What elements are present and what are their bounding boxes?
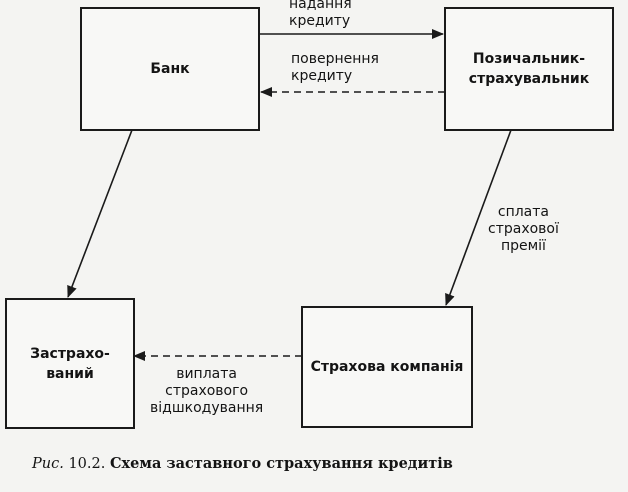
insurance-company-node-label: Страхова компанія bbox=[310, 359, 464, 375]
figure-caption-prefix: Рис. bbox=[32, 456, 64, 472]
bank-node: Банк bbox=[80, 7, 260, 131]
figure-caption-number: 10.2. bbox=[68, 456, 106, 472]
insured-node: Застрахо- ваний bbox=[5, 298, 135, 429]
borrower-node-label: Позичальник- страхувальник bbox=[468, 51, 590, 87]
loan-issue-label: надання кредиту bbox=[289, 0, 352, 29]
borrower-node: Позичальник- страхувальник bbox=[444, 7, 614, 131]
arrow-bank-to-insured bbox=[67, 129, 133, 298]
premium-payment-label: сплата страхової премії bbox=[488, 204, 559, 254]
insurance-company-node: Страхова компанія bbox=[301, 306, 473, 428]
loan-return-label: повернення кредиту bbox=[291, 51, 379, 84]
compensation-payment-label: виплата страхового відшкодування bbox=[150, 366, 264, 416]
arrow-premium-payment bbox=[445, 129, 512, 306]
bank-node-label: Банк bbox=[150, 61, 190, 77]
figure-caption: Рис. 10.2. Схема заставного страхування … bbox=[32, 455, 453, 472]
insured-node-label: Застрахо- ваний bbox=[30, 345, 110, 382]
figure-caption-title: Схема заставного страхування кредитів bbox=[109, 455, 453, 472]
